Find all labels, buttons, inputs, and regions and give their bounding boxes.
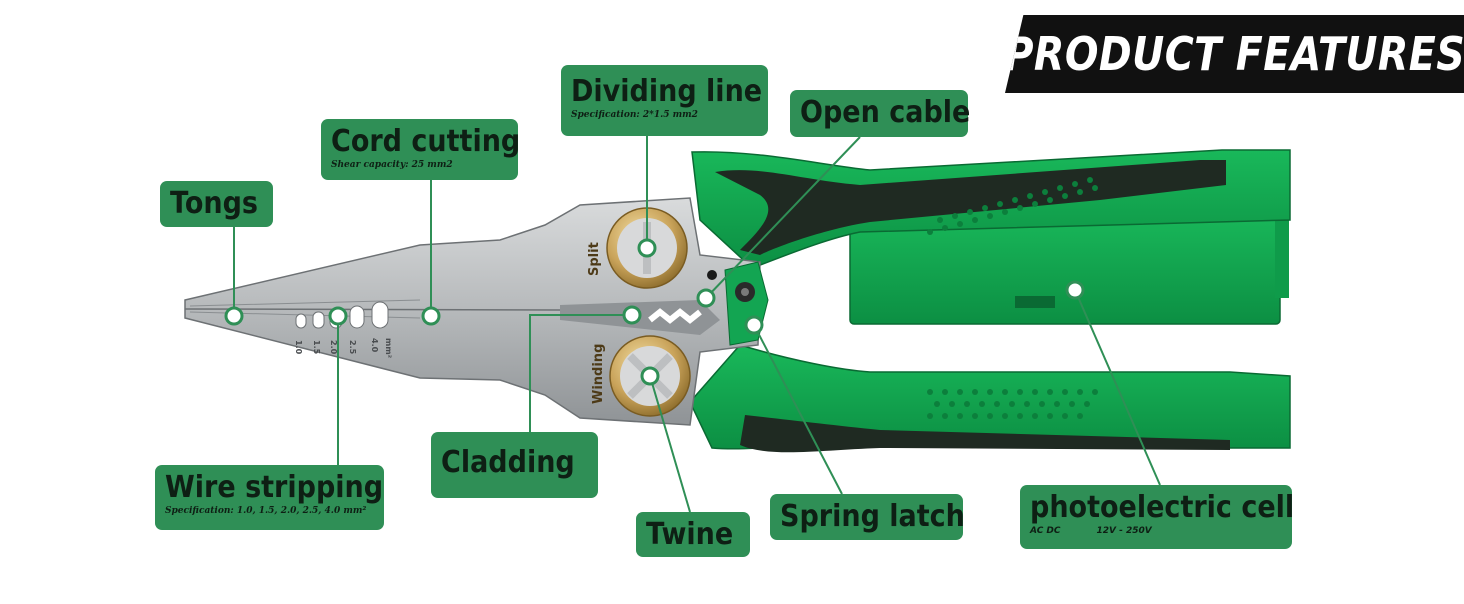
label-dividing-line: Dividing line Specification: 2*1.5 mm2 (561, 65, 768, 136)
gauge-markings: 1.0 1.5 2.0 2.5 4.0 mm² (294, 338, 393, 359)
label-wire-stripping: Wire stripping Specification: 1.0, 1.5, … (155, 465, 384, 530)
tester-window (1015, 296, 1055, 308)
label-cladding: Cladding (431, 432, 598, 498)
dividing-line-spec: Specification: 2*1.5 mm2 (571, 110, 698, 120)
open-cable-title: Open cable (800, 95, 971, 130)
callout-dots (224, 238, 1085, 386)
upper-handle (691, 149, 1291, 269)
label-spring-latch: Spring latch (770, 494, 965, 540)
label-twine: Twine (636, 512, 750, 557)
label-open-cable: Open cable (790, 90, 971, 137)
twine-title: Twine (646, 517, 734, 552)
photoelectric-cell-spec: AC DC 12V - 250V (1030, 525, 1282, 537)
grip-pattern (927, 177, 1098, 419)
cladding-title: Cladding (441, 445, 575, 480)
callout-lines (233, 136, 1161, 513)
cord-cutting-spec: Shear capacity: 25 mm2 (331, 160, 453, 170)
label-cord-cutting: Cord cutting Shear capacity: 25 mm2 (321, 119, 521, 180)
winding-marking: Winding (591, 344, 606, 404)
wire-stripping-title: Wire stripping (165, 470, 384, 505)
split-marking: Split (587, 242, 602, 276)
photoelectric-cell-spec-right: 12V - 250V (1096, 526, 1152, 536)
latch-cluster (724, 261, 769, 346)
label-tongs: Tongs (160, 181, 273, 227)
photoelectric-cell-spec-left: AC DC (1030, 526, 1061, 536)
svg-text:1.5: 1.5 (312, 340, 321, 355)
svg-text:2.0: 2.0 (329, 340, 338, 355)
svg-text:2.5: 2.5 (348, 340, 357, 355)
wire-stripping-spec: Specification: 1.0, 1.5, 2.0, 2.5, 4.0 m… (165, 506, 367, 516)
label-photoelectric-cell: photoelectric cell AC DC 12V - 250V (1020, 485, 1295, 549)
spring-latch-title: Spring latch (780, 499, 965, 534)
product-features-banner: PRODUCT FEATURES (1005, 15, 1464, 93)
tester-body (849, 150, 1289, 325)
tongs-title: Tongs (170, 186, 259, 221)
lower-handle (689, 344, 1291, 453)
dividing-line-title: Dividing line (571, 74, 763, 109)
svg-text:mm²: mm² (384, 338, 393, 359)
photoelectric-cell-title: photoelectric cell (1030, 490, 1295, 525)
banner-title: PRODUCT FEATURES (1004, 27, 1464, 81)
cord-cutting-title: Cord cutting (331, 124, 521, 159)
svg-text:4.0: 4.0 (370, 338, 379, 353)
svg-text:1.0: 1.0 (294, 340, 303, 355)
